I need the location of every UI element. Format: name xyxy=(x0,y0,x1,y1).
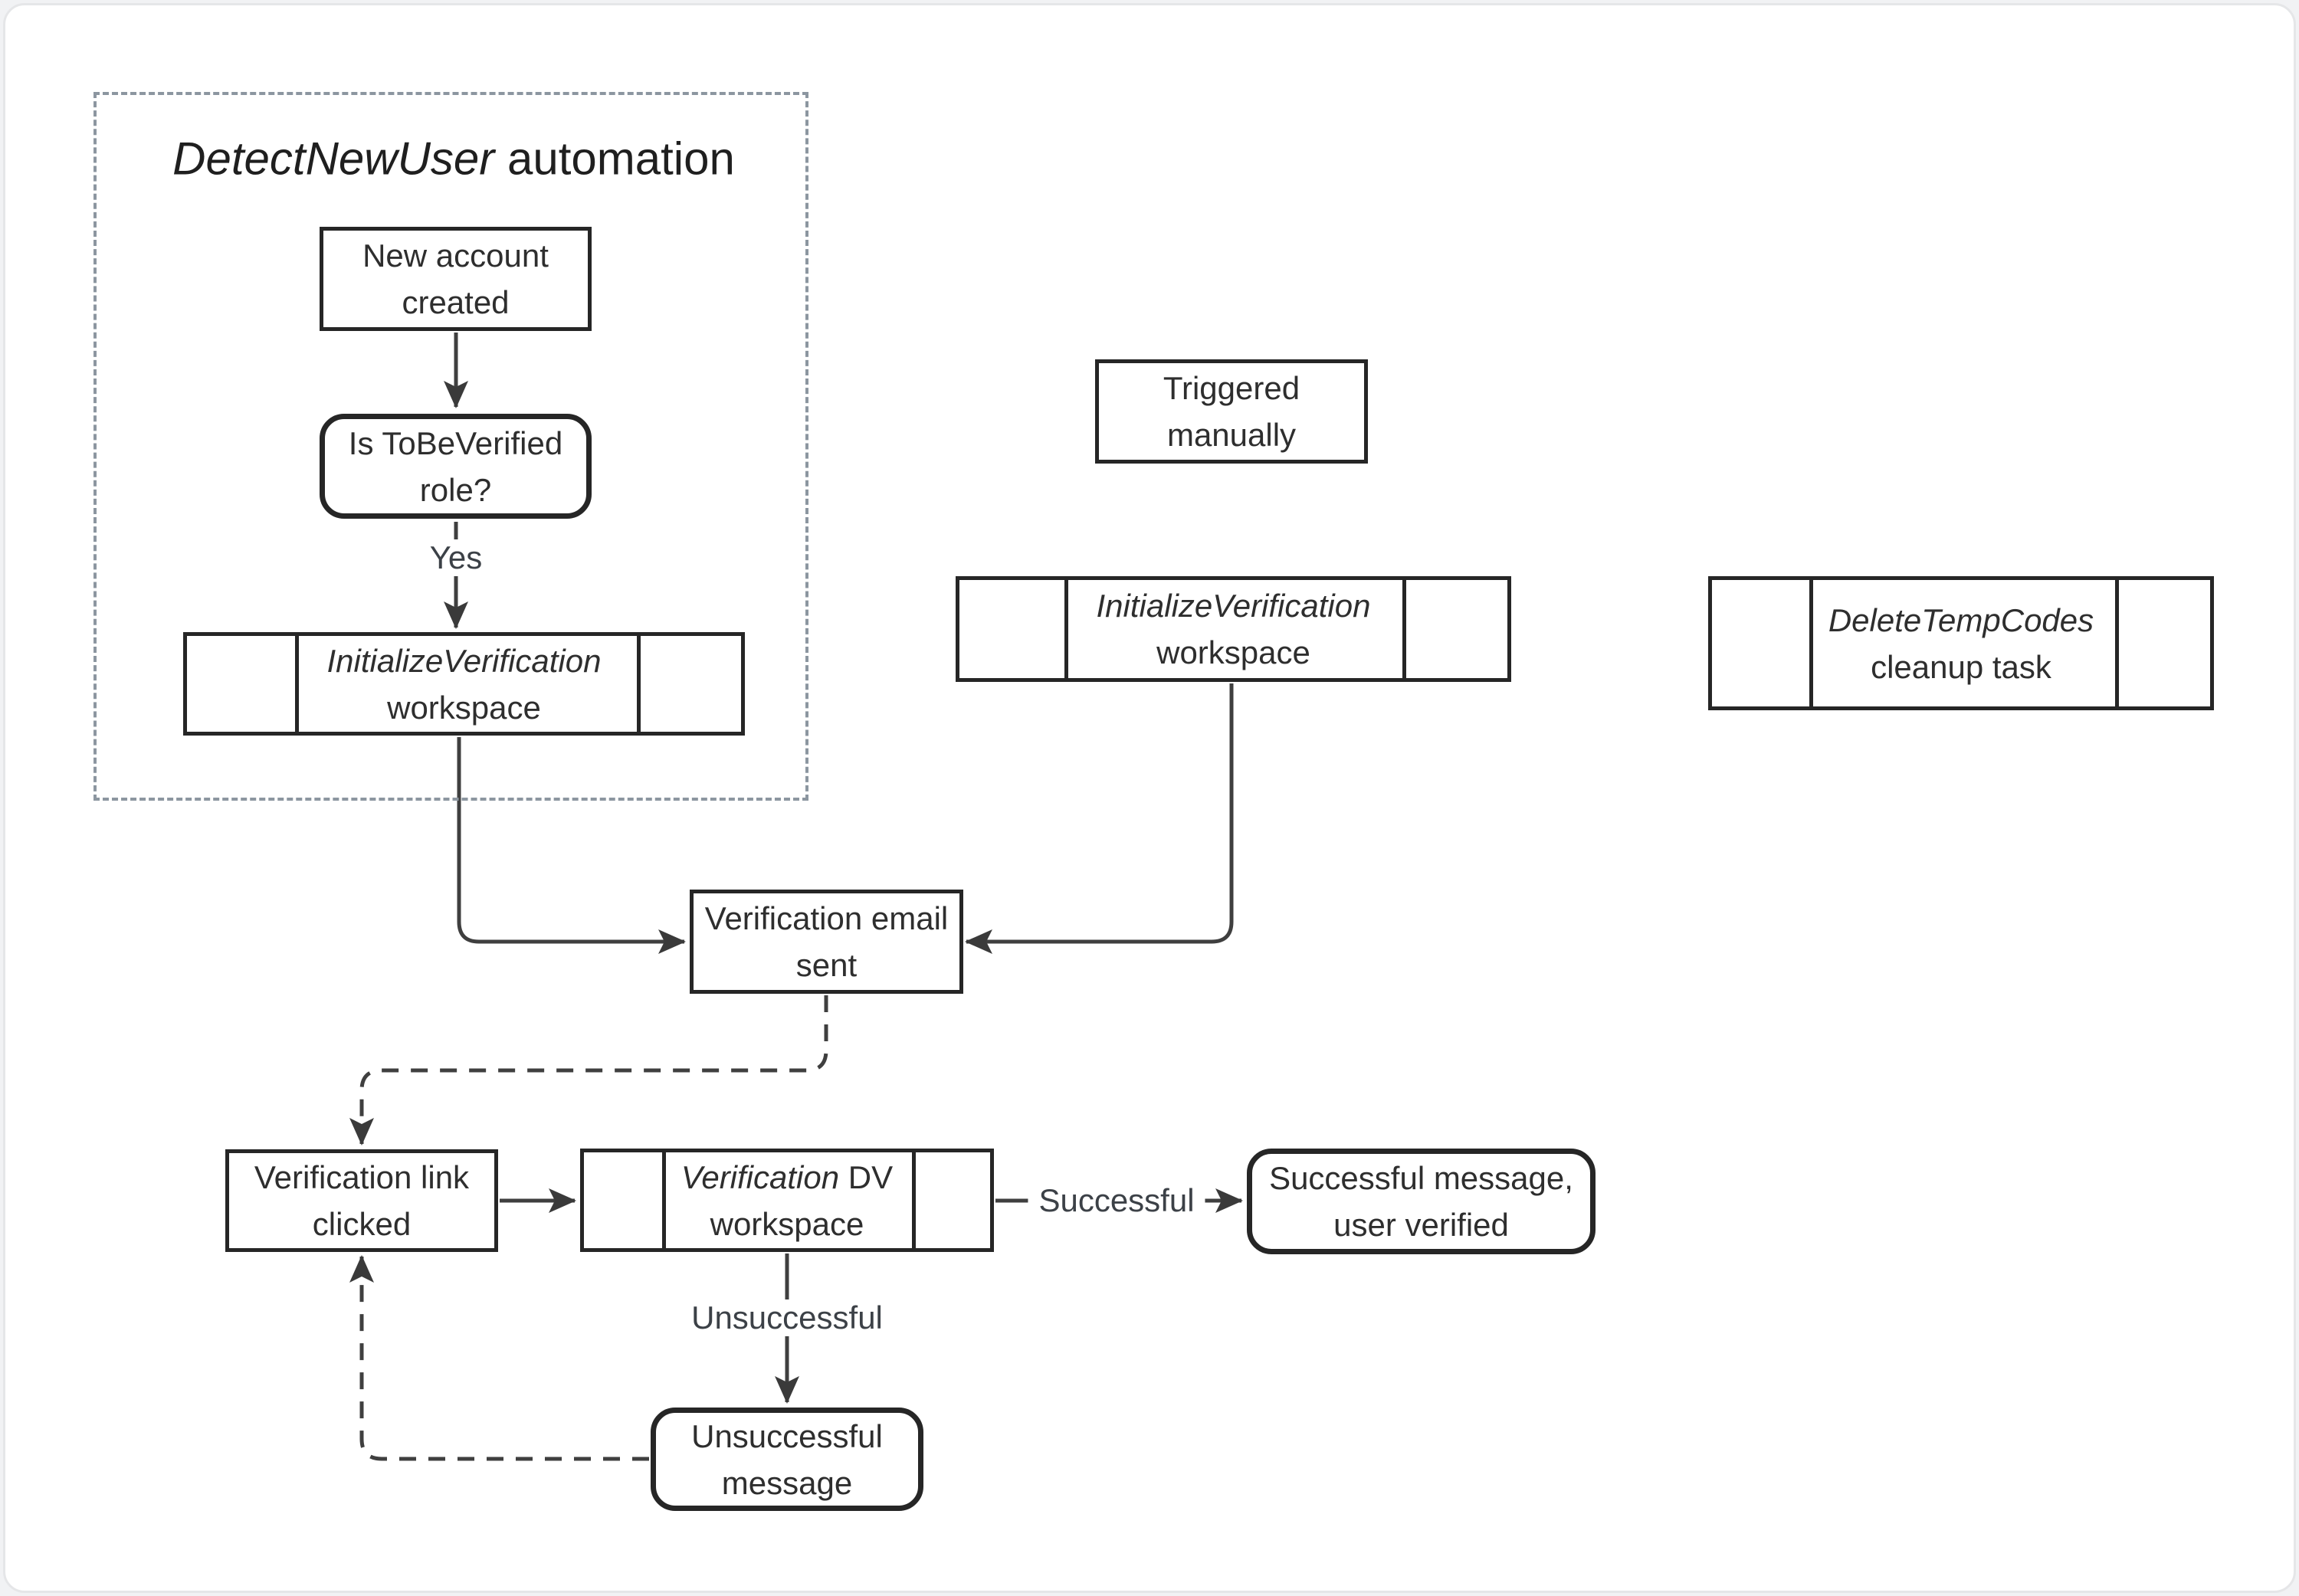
node-new-account-created: New account created xyxy=(320,227,592,331)
node-verification-email-sent: Verification email sent xyxy=(690,890,963,994)
edge-initws-manual-to-emailsent xyxy=(965,683,1234,954)
group-title-code: DetectNewUser xyxy=(172,133,495,185)
node-text-line: cleanup task xyxy=(1871,648,2051,685)
node-text-rest: DV xyxy=(839,1158,894,1195)
subroutine-separator xyxy=(912,1152,916,1248)
node-text-line: Verification DV xyxy=(681,1154,893,1201)
node-text-line: workspace xyxy=(710,1205,864,1242)
node-text-line: user verified xyxy=(1333,1207,1509,1243)
node-text-line: New account xyxy=(362,238,549,274)
subroutine-separator xyxy=(1402,580,1406,678)
node-triggered-manually: Triggered manually xyxy=(1095,359,1368,464)
node-text-line: workspace xyxy=(387,689,541,726)
node-text-line: role? xyxy=(419,471,492,508)
node-verification-link-clicked: Verification link clicked xyxy=(225,1149,498,1252)
node-text-code: Verification xyxy=(681,1158,840,1195)
node-text-line: created xyxy=(402,284,510,320)
diagram-card: DetectNewUser automation New account cre… xyxy=(3,3,2296,1593)
subroutine-separator xyxy=(295,636,299,732)
node-text-line: Verification link xyxy=(254,1159,470,1195)
edge-label-successful: Successful xyxy=(1028,1182,1205,1219)
node-text-line: message xyxy=(721,1464,853,1501)
subroutine-separator xyxy=(2115,580,2119,706)
node-text-line: Verification email xyxy=(704,900,949,936)
subroutine-separator xyxy=(637,636,641,732)
edge-label-yes: Yes xyxy=(418,539,494,576)
group-title-rest: automation xyxy=(494,133,735,185)
node-text-line: sent xyxy=(795,947,858,983)
node-successful-message-user-verified: Successful message, user verified xyxy=(1247,1149,1596,1254)
node-text-line: DeleteTempCodes xyxy=(1828,601,2094,638)
edge-initws-detect-to-emailsent xyxy=(457,737,686,954)
node-initializeverification-workspace-detect: InitializeVerification workspace xyxy=(183,632,745,736)
node-text-line: Successful message, xyxy=(1269,1160,1573,1196)
subroutine-separator xyxy=(662,1152,666,1248)
node-initializeverification-workspace-manual: InitializeVerification workspace xyxy=(956,576,1511,682)
node-text-line: Triggered xyxy=(1163,370,1300,406)
node-text-line: InitializeVerification xyxy=(1096,588,1371,624)
node-deletetempcodes-cleanup-task: DeleteTempCodes cleanup task xyxy=(1708,576,2214,710)
node-text-line: clicked xyxy=(312,1206,412,1242)
detect-new-user-group-title: DetectNewUser automation xyxy=(172,133,735,185)
node-is-tobeverified-role: Is ToBeVerified role? xyxy=(320,414,592,519)
node-text-line: workspace xyxy=(1156,634,1310,670)
flowchart-canvas: DetectNewUser automation New account cre… xyxy=(5,5,2294,1591)
detect-new-user-group xyxy=(93,92,808,801)
node-text-line: manually xyxy=(1166,417,1297,453)
subroutine-separator xyxy=(1064,580,1068,678)
node-verification-dv-workspace: Verification DV workspace xyxy=(580,1149,994,1252)
edge-label-unsuccessful: Unsuccessful xyxy=(681,1299,894,1336)
node-text-line: Is ToBeVerified xyxy=(348,424,563,461)
node-text-line: Unsuccessful xyxy=(691,1417,883,1454)
node-text-line: InitializeVerification xyxy=(326,642,602,679)
edge-emailsent-to-linkclicked-dashed xyxy=(349,995,828,1145)
edge-unsuccessful-to-linkclicked-dashed xyxy=(349,1255,649,1461)
subroutine-separator xyxy=(1809,580,1813,706)
node-unsuccessful-message: Unsuccessful message xyxy=(651,1408,923,1511)
